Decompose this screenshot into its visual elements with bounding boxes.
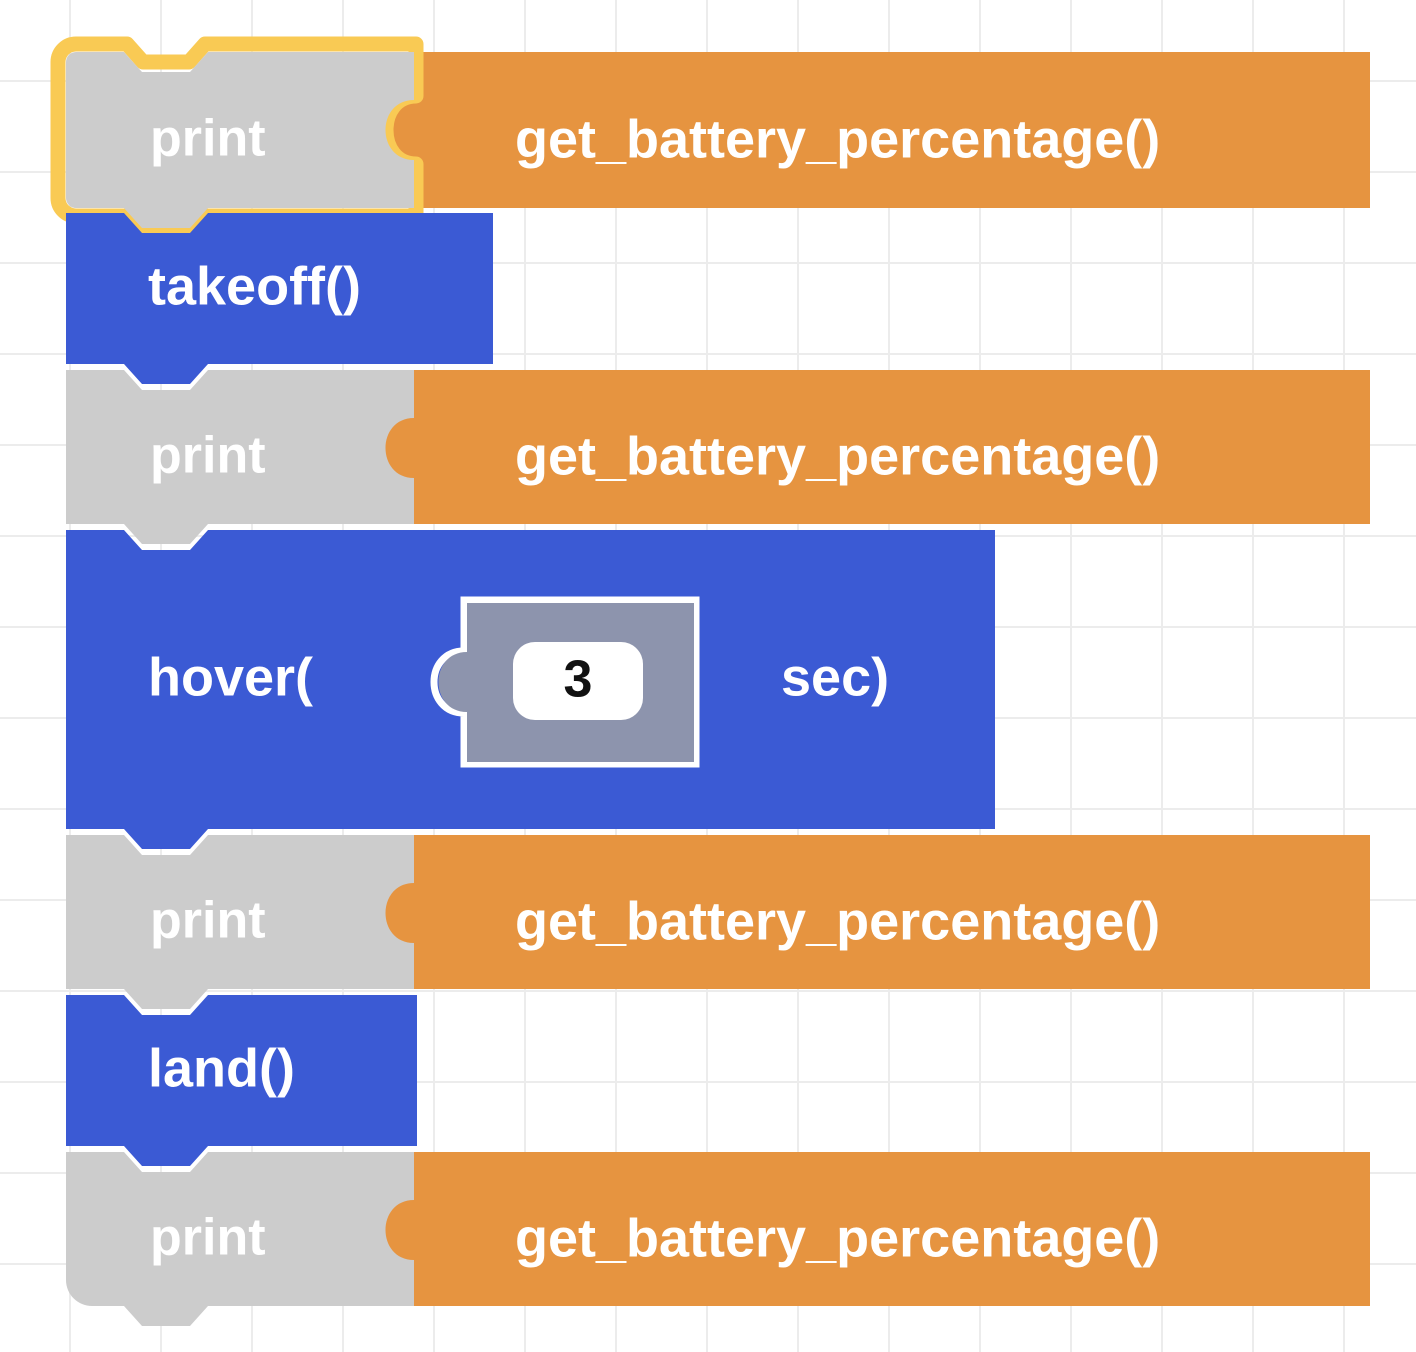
- statement-label-takeoff: takeoff(): [148, 256, 361, 316]
- block-hover-1[interactable]: hover( 3 sec): [66, 530, 995, 849]
- print-block-body-1[interactable]: [66, 52, 414, 228]
- reporter-label-1: get_battery_percentage(): [515, 109, 1160, 169]
- print-label-4: print: [150, 1209, 266, 1267]
- statement-label-hover-prefix: hover(: [148, 647, 313, 707]
- print-block-body-3[interactable]: [66, 835, 414, 1009]
- block-takeoff-1[interactable]: takeoff(): [66, 213, 493, 384]
- statement-label-hover-suffix: sec): [781, 647, 889, 707]
- block-print-1[interactable]: get_battery_percentage() print: [50, 36, 1370, 242]
- print-block-body-2[interactable]: [66, 370, 414, 544]
- print-label-2: print: [150, 427, 266, 485]
- reporter-block-4[interactable]: [362, 1152, 1370, 1306]
- reporter-block-3[interactable]: [362, 835, 1370, 989]
- print-block-body-4[interactable]: [66, 1152, 414, 1326]
- block-print-2[interactable]: get_battery_percentage() print: [66, 370, 1370, 544]
- reporter-label-2: get_battery_percentage(): [515, 426, 1160, 486]
- reporter-block-2[interactable]: [362, 370, 1370, 524]
- print-label-1: print: [150, 110, 266, 168]
- reporter-label-4: get_battery_percentage(): [515, 1208, 1160, 1268]
- number-input-value: 3: [564, 651, 593, 709]
- reporter-label-3: get_battery_percentage(): [515, 891, 1160, 951]
- statement-block-body-land[interactable]: [66, 995, 417, 1166]
- block-land-1[interactable]: land(): [66, 995, 417, 1166]
- number-input-field[interactable]: [513, 642, 643, 720]
- block-print-3[interactable]: get_battery_percentage() print: [66, 835, 1370, 1009]
- statement-label-land: land(): [148, 1038, 295, 1098]
- print-label-3: print: [150, 892, 266, 950]
- statement-block-body-takeoff[interactable]: [66, 213, 493, 384]
- block-print-4[interactable]: get_battery_percentage() print: [66, 1152, 1370, 1326]
- reporter-block-1[interactable]: [362, 52, 1370, 208]
- value-slot-border: [430, 596, 700, 768]
